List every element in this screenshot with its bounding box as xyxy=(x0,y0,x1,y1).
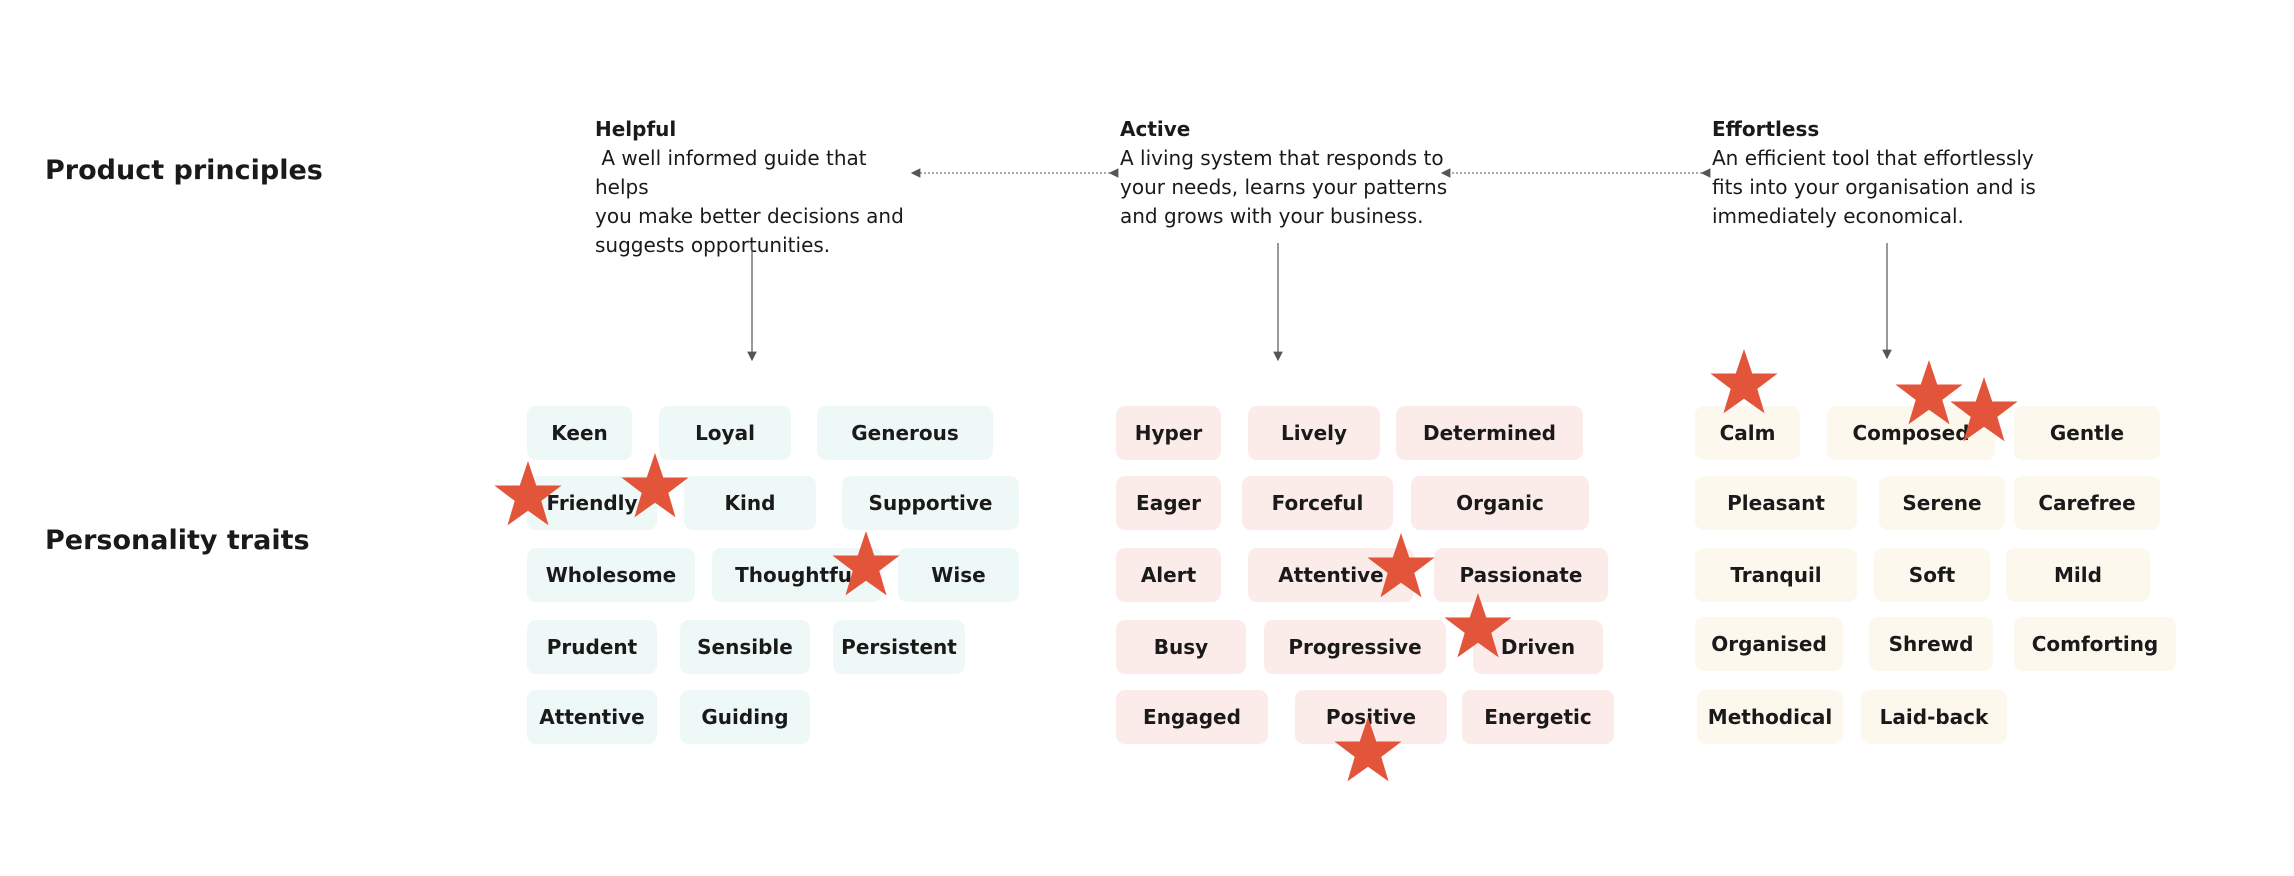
trait-chip-persistent: Persistent xyxy=(833,620,965,674)
trait-chip-kind: Kind xyxy=(684,476,816,530)
principle-title: Helpful xyxy=(595,117,677,141)
personality-traits-label: Personality traits xyxy=(45,525,310,556)
product-principles-label: Product principles xyxy=(45,155,323,186)
trait-chip-gentle: Gentle xyxy=(2014,406,2160,460)
trait-chip-eager: Eager xyxy=(1116,476,1221,530)
trait-chip-forceful: Forceful xyxy=(1242,476,1393,530)
trait-chip-methodical: Methodical xyxy=(1697,690,1843,744)
trait-chip-organic: Organic xyxy=(1411,476,1589,530)
trait-chip-progressive: Progressive xyxy=(1264,620,1446,674)
trait-chip-wholesome: Wholesome xyxy=(527,548,695,602)
principle-effortless: Effortless An efficient tool that effort… xyxy=(1712,115,2042,231)
trait-chip-guiding: Guiding xyxy=(680,690,810,744)
trait-chip-hyper: Hyper xyxy=(1116,406,1221,460)
principle-description: A well informed guide that helps you mak… xyxy=(595,146,904,257)
trait-chip-loyal: Loyal xyxy=(659,406,791,460)
trait-chip-serene: Serene xyxy=(1879,476,2005,530)
trait-chip-wise: Wise xyxy=(898,548,1019,602)
trait-chip-pleasant: Pleasant xyxy=(1695,476,1857,530)
trait-chip-generous: Generous xyxy=(817,406,993,460)
trait-chip-supportive: Supportive xyxy=(842,476,1019,530)
trait-chip-organised: Organised xyxy=(1695,617,1843,671)
trait-chip-friendly: Friendly xyxy=(527,476,657,530)
principle-title: Active xyxy=(1120,117,1191,141)
trait-chip-passionate: Passionate xyxy=(1434,548,1608,602)
trait-chip-keen: Keen xyxy=(527,406,632,460)
trait-chip-soft: Soft xyxy=(1874,548,1990,602)
trait-chip-engaged: Engaged xyxy=(1116,690,1268,744)
trait-chip-thoughtful: Thoughtful xyxy=(712,548,882,602)
trait-chip-tranquil: Tranquil xyxy=(1695,548,1857,602)
trait-chip-energetic: Energetic xyxy=(1462,690,1614,744)
trait-chip-attentive: Attentive xyxy=(527,690,657,744)
trait-chip-busy: Busy xyxy=(1116,620,1246,674)
principle-active: Active A living system that responds to … xyxy=(1120,115,1450,231)
trait-chip-attentive-active: Attentive xyxy=(1248,548,1414,602)
trait-chip-prudent: Prudent xyxy=(527,620,657,674)
trait-chip-shrewd: Shrewd xyxy=(1869,617,1993,671)
trait-chip-mild: Mild xyxy=(2006,548,2150,602)
trait-chip-composed: Composed xyxy=(1827,406,1995,460)
trait-chip-determined: Determined xyxy=(1396,406,1583,460)
principle-helpful: Helpful A well informed guide that helps… xyxy=(595,115,925,260)
principle-description: An efficient tool that effortlessly fits… xyxy=(1712,146,2036,228)
principle-title: Effortless xyxy=(1712,117,1820,141)
trait-chip-comforting: Comforting xyxy=(2014,617,2176,671)
trait-chip-carefree: Carefree xyxy=(2014,476,2160,530)
trait-chip-calm: Calm xyxy=(1695,406,1800,460)
trait-chip-sensible: Sensible xyxy=(680,620,810,674)
trait-chip-driven: Driven xyxy=(1473,620,1603,674)
trait-chip-laid-back: Laid-back xyxy=(1861,690,2007,744)
trait-chip-positive: Positive xyxy=(1295,690,1447,744)
trait-chip-lively: Lively xyxy=(1248,406,1380,460)
principle-description: A living system that responds to your ne… xyxy=(1120,146,1448,228)
trait-chip-alert: Alert xyxy=(1116,548,1221,602)
